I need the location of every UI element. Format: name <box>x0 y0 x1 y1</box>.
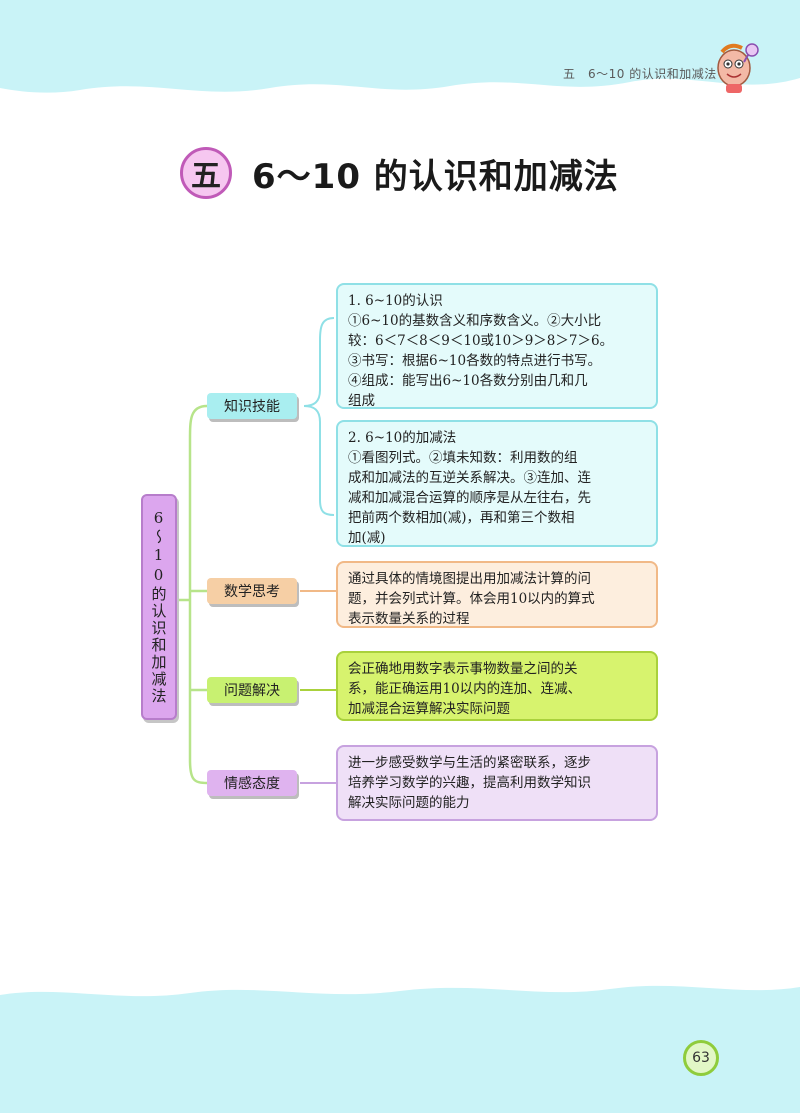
box-line: 较：6＜7＜8＜9＜10或10＞9＞8＞7＞6。 <box>348 333 614 349</box>
box-line: ①6~10的基数含义和序数含义。②大小比 <box>348 313 602 329</box>
chapter-badge: 五 <box>180 147 232 199</box>
top-wave-band <box>0 0 800 93</box>
trunk-line <box>188 404 208 785</box>
page-number: 63 <box>683 1040 719 1076</box>
box-line: 减和加减混合运算的顺序是从左往右，先 <box>348 490 591 506</box>
box-line: ④组成：能写出6~10各数分别由几和几 <box>348 373 588 389</box>
box-line: 组成 <box>348 393 375 409</box>
root-node: 6～10的认识和加减法 <box>141 494 177 720</box>
box-line: 通过具体的情境图提出用加减法计算的问 <box>348 571 591 587</box>
tag-math-thinking: 数学思考 <box>207 578 297 604</box>
knowledge-brace <box>303 317 335 516</box>
box-line: 系，能正确运用10以内的连加、连减、 <box>348 681 582 697</box>
box-line: 解决实际问题的能力 <box>348 795 470 811</box>
box-line: 会正确地用数字表示事物数量之间的关 <box>348 661 578 677</box>
tag-knowledge-skills: 知识技能 <box>207 393 297 419</box>
box-line: 题，并会列式计算。体会用10以内的算式 <box>348 591 595 607</box>
box-line: 培养学习数学的兴趣，提高利用数学知识 <box>348 775 591 791</box>
running-header: 五 6～10 的认识和加减法 <box>563 67 717 81</box>
root-label: 6～10的认识和加减法 <box>149 509 168 705</box>
mascot-icon <box>717 43 759 93</box>
box-line: 成和加减法的互逆关系解决。③连加、连 <box>348 470 591 486</box>
title-text: 6～10 的认识和加减法 <box>252 156 619 197</box>
box-line: 表示数量关系的过程 <box>348 611 470 627</box>
box-line: 加(减) <box>348 530 386 546</box>
bottom-wave-band <box>0 985 800 1113</box>
knowledge-box-recognition: 1. 6~10的认识 ①6~10的基数含义和序数含义。②大小比 较：6＜7＜8＜… <box>336 283 658 409</box>
problem-solving-box: 会正确地用数字表示事物数量之间的关 系，能正确运用10以内的连加、连减、 加减混… <box>336 651 658 721</box>
box-line: ③书写：根据6~10各数的特点进行书写。 <box>348 353 602 369</box>
box-line: ①看图列式。②填未知数：利用数的组 <box>348 450 578 466</box>
thinking-box: 通过具体的情境图提出用加减法计算的问 题，并会列式计算。体会用10以内的算式 表… <box>336 561 658 628</box>
knowledge-box-addition-subtraction: 2. 6~10的加减法 ①看图列式。②填未知数：利用数的组 成和加减法的互逆关系… <box>336 420 658 547</box>
box-line: 进一步感受数学与生活的紧密联系，逐步 <box>348 755 591 771</box>
tag-emotion-attitude: 情感态度 <box>207 770 297 796</box>
tag-problem-solving: 问题解决 <box>207 677 297 703</box>
attitude-box: 进一步感受数学与生活的紧密联系，逐步 培养学习数学的兴趣，提高利用数学知识 解决… <box>336 745 658 821</box>
box-line: 1. 6~10的认识 <box>348 293 443 309</box>
box-line: 2. 6~10的加减法 <box>348 430 457 446</box>
page-title: 五 6～10 的认识和加减法 <box>180 145 619 201</box>
box-line: 把前两个数相加(减)，再和第三个数相 <box>348 510 575 526</box>
box-line: 加减混合运算解决实际问题 <box>348 701 510 717</box>
